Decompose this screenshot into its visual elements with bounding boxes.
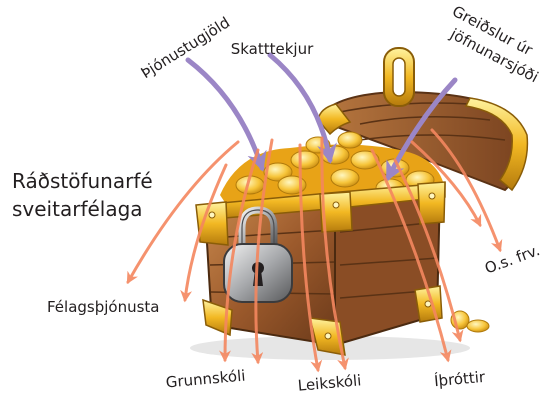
title-block: Ráðstöfunarfé sveitarfélaga <box>12 169 153 221</box>
label-felagsthjonusta: Félagsþjónusta <box>47 298 160 316</box>
treasure-chest-icon <box>190 48 527 360</box>
income-labels: Þjónustugjöld Skatttekjur Greiðslur úr j… <box>138 2 542 86</box>
label-osfrv: O.s. frv. <box>482 241 542 277</box>
title-line-2: sveitarfélaga <box>12 197 143 221</box>
title-line-1: Ráðstöfunarfé <box>12 169 153 193</box>
label-leikskoli: Leikskóli <box>297 371 362 394</box>
label-grunnskoli: Grunnskóli <box>165 367 246 392</box>
label-thjonustugjold: Þjónustugjöld <box>138 13 233 82</box>
label-skatttekjur: Skatttekjur <box>231 40 314 58</box>
label-ithrottir: Íþróttir <box>433 367 486 390</box>
